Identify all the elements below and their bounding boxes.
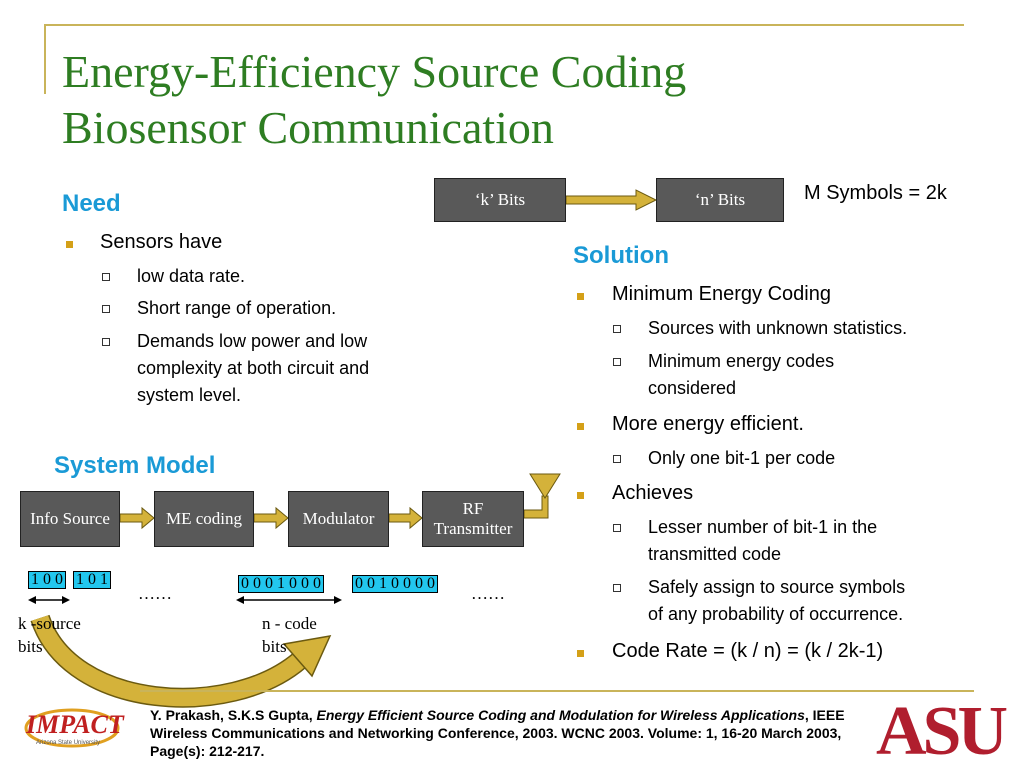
impact-logo-swoosh-icon [24,708,120,748]
sub-bullet-icon [613,584,621,592]
bullet-icon [577,423,584,430]
need-sub-1: low data rate. [137,266,246,286]
need-sub-3a: Demands low power and low [137,331,368,351]
connector-arrow-icon [253,506,289,530]
n-bits-box: ‘n’ Bits [656,178,784,222]
info-source-block: Info Source [20,491,120,547]
source-bits-1: 1 0 0 [28,571,66,589]
sub-bullet-icon [613,524,621,532]
title-line-1: Energy-Efficiency Source Coding [62,46,687,97]
ref-authors: Y. Prakash, S.K.S Gupta, [150,707,317,723]
rf-transmitter-block: RF Transmitter [422,491,524,547]
slide-title: Energy-Efficiency Source Coding Biosenso… [62,44,686,156]
solution-bullet-4: Code Rate = (k / n) = (k / 2k-1) [612,640,884,662]
solution-sub-4a: Lesser number of bit-1 in the [648,517,878,537]
n-code-label: n - code [262,614,317,633]
sub-bullet-icon [102,273,110,281]
modulator-block: Modulator [288,491,389,547]
need-sub-3b: complexity at both circuit and [137,358,370,378]
solution-bullet-2: More energy efficient. [612,413,804,435]
need-bullet: Sensors have [100,231,223,253]
need-heading: Need [62,190,121,217]
frame-top-line [44,24,964,26]
arrow-icon [566,189,658,211]
solution-bullet-1: Minimum Energy Coding [612,283,831,305]
solution-sub-5a: Safely assign to source symbols [648,577,906,597]
bullet-icon [577,650,584,657]
rf-line-2: Transmitter [433,519,513,538]
ellipsis-1: …… [138,584,172,603]
need-sub-3c: system level. [137,385,242,405]
sub-bullet-icon [613,325,621,333]
sub-bullet-icon [102,305,110,313]
k-source-label: k -source [18,614,81,633]
ref-title: Energy Efficient Source Coding and Modul… [316,707,805,723]
system-model-connectors [28,473,561,708]
title-line-2: Biosensor Communication [62,102,554,153]
reference-text: Y. Prakash, S.K.S Gupta, Energy Efficien… [150,706,850,760]
ref-venue: , IEEE Wireless Communications and Netwo… [150,707,845,759]
footer-line [140,690,974,692]
ellipsis-2: …… [471,584,505,603]
me-coding-block: ME coding [154,491,254,547]
sub-bullet-icon [613,358,621,366]
impact-logo-text: IMPACT [26,710,124,739]
sub-bullet-icon [613,455,621,463]
solution-sub-2b: considered [648,378,737,398]
code-bits-2: 0 0 1 0 0 0 0 [352,575,438,593]
bullet-icon [577,492,584,499]
source-bits-2: 1 0 1 [73,571,111,589]
k-bits-box: ‘k’ Bits [434,178,566,222]
mapping-arrowhead-icon [282,635,332,678]
solution-sub-3: Only one bit-1 per code [648,448,836,468]
code-bits-1: 0 0 0 1 0 0 0 [238,575,324,593]
bullet-icon [66,241,73,248]
mapping-arrow-icon [31,614,306,707]
k-source-label-2: bits [18,637,43,656]
solution-sub-5b: of any probability of occurrence. [648,604,904,624]
antenna-feed-icon [523,495,549,519]
solution-heading: Solution [573,242,669,269]
m-symbols-label: M Symbols = 2k [804,182,947,204]
antenna-icon [529,473,561,499]
sub-bullet-icon [102,338,110,346]
need-sub-2: Short range of operation. [137,298,337,318]
asu-logo: ASU [876,693,1008,770]
impact-logo-sub: Arizona State University [36,740,101,746]
solution-sub-2a: Minimum energy codes [648,351,835,371]
connector-arrow-icon [119,506,155,530]
n-code-label-2: bits [262,637,287,656]
bullet-icon [577,293,584,300]
connector-arrow-icon [388,506,423,530]
solution-bullet-3: Achieves [612,482,694,504]
impact-logo: IMPACT Arizona State University [20,704,124,754]
rf-line-1: RF [462,499,484,518]
solution-sub-4b: transmitted code [648,544,782,564]
frame-left-line [44,24,46,94]
system-model-heading: System Model [54,452,216,479]
solution-sub-1: Sources with unknown statistics. [648,318,908,338]
